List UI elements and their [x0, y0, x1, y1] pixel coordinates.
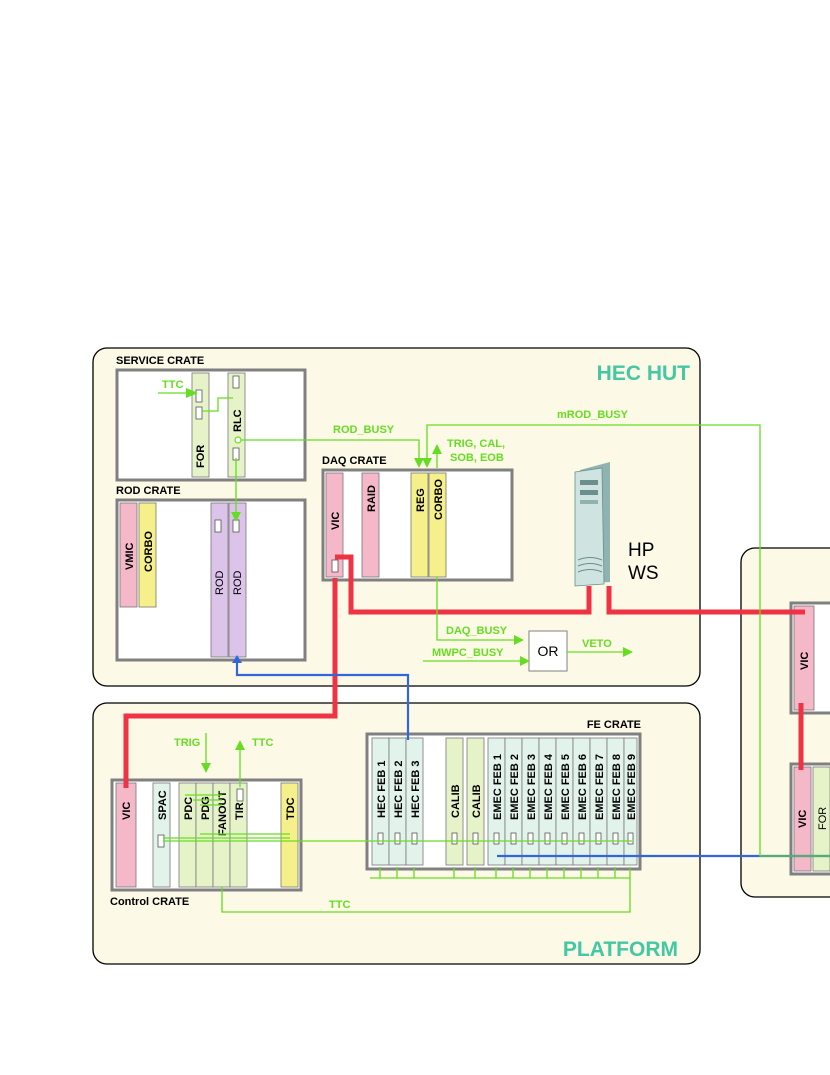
right-vic-1-label: VIC — [799, 652, 811, 670]
blue-arrowhead — [232, 655, 242, 663]
emec-feb-label: EMEC FEB 1 — [492, 754, 504, 820]
calib-module — [466, 737, 485, 866]
rod-crate-label: ROD CRATE — [116, 485, 181, 497]
emec-feb-label: EMEC FEB 6 — [577, 754, 589, 820]
sob-eob-label: SOB, EOB — [450, 452, 504, 464]
fanout-label: FANOUT — [217, 791, 229, 837]
mrod-busy-label: mROD_BUSY — [557, 409, 629, 421]
for-module-label: FOR — [195, 445, 207, 468]
emec-feb-group: EMEC FEB 1 EMEC FEB 2 EMEC FEB 3 EMEC FE… — [487, 737, 638, 866]
hec-feb-label: HEC FEB 1 — [376, 761, 388, 818]
hec-feb-label: HEC FEB 2 — [393, 761, 405, 818]
mwpc-busy-label: MWPC_BUSY — [432, 647, 504, 659]
calib-label: CALIB — [471, 784, 483, 818]
daq-corbo-module-label: CORBO — [433, 479, 445, 520]
spac-label: SPAC — [157, 790, 169, 820]
vic-connector — [331, 559, 339, 573]
pdc-label: PDC — [183, 797, 195, 820]
control-internal-lines — [163, 794, 290, 839]
right-for-label: FOR — [817, 807, 829, 830]
calib-module — [445, 737, 464, 866]
emec-feb-label: EMEC FEB 9 — [626, 754, 638, 820]
emec-feb-label: EMEC FEB 7 — [594, 754, 606, 820]
emec-feb-label: EMEC FEB 4 — [543, 753, 555, 820]
veto-label: VETO — [582, 638, 612, 650]
daq-crate-label: DAQ CRATE — [322, 455, 387, 467]
daq-busy-label: DAQ_BUSY — [446, 625, 508, 637]
or-gate — [528, 630, 568, 672]
hp-ws-line2: WS — [628, 563, 659, 584]
service-crate-label: SERVICE CRATE — [116, 355, 204, 367]
or-gate-label: OR — [538, 643, 559, 659]
emec-feb-label: EMEC FEB 5 — [560, 754, 572, 820]
platform-title: PLATFORM — [563, 938, 678, 961]
ttc-in-label: TTC — [162, 379, 183, 391]
rod-module-1 — [210, 502, 229, 658]
control-crate-label: Control CRATE — [110, 896, 189, 908]
raid-module-label: RAID — [366, 485, 378, 512]
ctrl-vic-module — [115, 782, 137, 888]
rlc-connector — [232, 375, 240, 389]
tir-connector — [236, 788, 244, 802]
corbo-module-label: CORBO — [143, 531, 155, 572]
corbo-module — [138, 502, 157, 608]
hec-feb-module — [405, 737, 424, 866]
reg-module — [410, 472, 429, 578]
vme-links — [123, 554, 805, 788]
hec-feb-group: HEC FEB 1 HEC FEB 2 HEC FEB 3 — [371, 737, 424, 866]
vmic-module-label: VMIC — [124, 542, 136, 570]
emec-feb-label: EMEC FEB 3 — [526, 754, 538, 820]
hec-feb-label: HEC FEB 3 — [410, 761, 422, 818]
tdc-module — [280, 782, 299, 888]
rod-module-2-label: ROD — [232, 571, 244, 596]
rod-module-1-label: ROD — [214, 571, 226, 596]
green-signal-lines — [158, 392, 830, 913]
ttc-out-label: TTC — [252, 737, 273, 749]
service-crate — [115, 368, 307, 482]
pdg-label: PDG — [200, 796, 212, 820]
vmic-module — [119, 502, 138, 608]
tdc-label: TDC — [285, 797, 297, 820]
right-vic-2-label: VIC — [797, 810, 809, 828]
emec-feb-label: EMEC FEB 8 — [611, 754, 623, 820]
hec-hut-title: HEC HUT — [597, 362, 691, 385]
hp-ws-line1: HP — [628, 540, 654, 561]
tir-module — [229, 782, 248, 888]
ttc-bus-drops — [370, 867, 630, 879]
vic-module — [325, 472, 344, 578]
right-vic-1 — [793, 605, 815, 711]
fe-crate-label: FE CRATE — [587, 719, 641, 731]
trig-label: TRIG — [174, 737, 200, 749]
tir-label: TIR — [234, 802, 246, 820]
rod-connector — [214, 519, 222, 533]
right-for — [812, 766, 830, 872]
for-connector — [195, 406, 203, 420]
green-arrowheads — [186, 388, 633, 773]
rlc-node — [234, 436, 242, 444]
trig-cal-label: TRIG, CAL, — [447, 438, 505, 450]
calib-label: CALIB — [450, 784, 462, 818]
hp-workstation-icon — [574, 462, 610, 587]
ctrl-vic-label: VIC — [121, 802, 133, 820]
for-connector — [195, 389, 203, 403]
reg-module-label: REG — [415, 488, 427, 512]
ttc-bus-label: TTC — [329, 899, 350, 911]
rlc-module-label: RLC — [232, 409, 244, 432]
emec-feb-label: EMEC FEB 2 — [509, 754, 521, 820]
vic-module-label: VIC — [330, 512, 342, 530]
emec-feb-module — [623, 737, 638, 866]
raid-module — [361, 472, 380, 578]
fe-connectors — [377, 832, 634, 845]
rod-busy-label: ROD_BUSY — [333, 424, 395, 436]
